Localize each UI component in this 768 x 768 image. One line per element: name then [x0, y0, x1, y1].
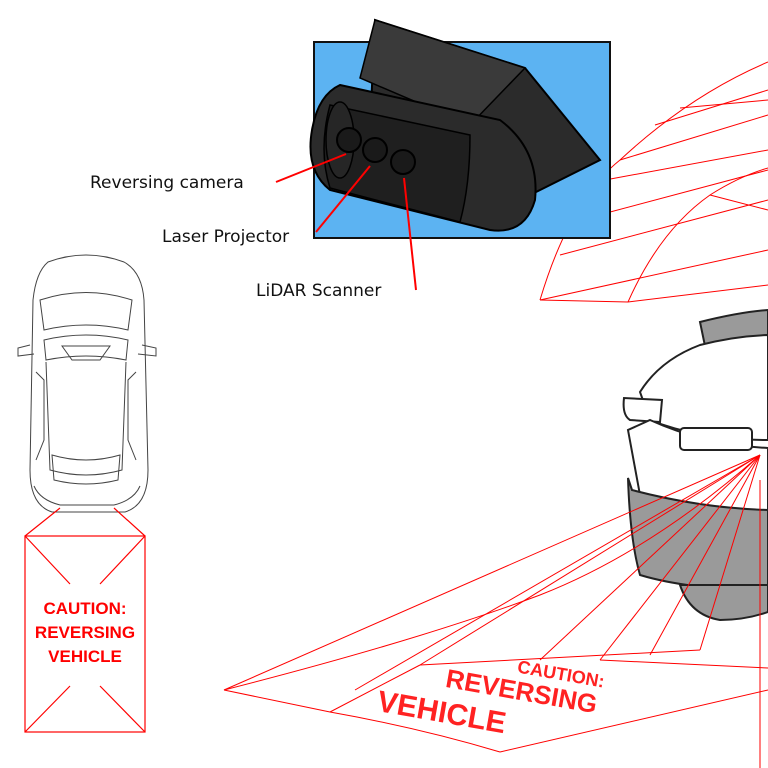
label-laser-projector: Laser Projector — [162, 227, 289, 247]
callout-leaders — [275, 153, 417, 291]
camera-lens-icon — [336, 127, 362, 153]
lidar-lens-icon — [390, 149, 416, 175]
ground-projection-rays — [223, 454, 768, 768]
laser-lens-icon — [362, 137, 388, 163]
label-reversing-camera: Reversing camera — [90, 173, 244, 193]
warning-projection-box — [24, 507, 146, 733]
sensor-device-inset — [309, 18, 611, 239]
car-top-view — [17, 254, 157, 513]
vehicle-rear-view — [622, 308, 768, 622]
warning-line-3: VEHICLE — [48, 647, 122, 666]
warning-line-1: CAUTION: — [43, 599, 126, 618]
warning-line-2: REVERSING — [35, 623, 135, 642]
lidar-scan-fan — [539, 61, 768, 303]
label-lidar-scanner: LiDAR Scanner — [256, 281, 381, 301]
